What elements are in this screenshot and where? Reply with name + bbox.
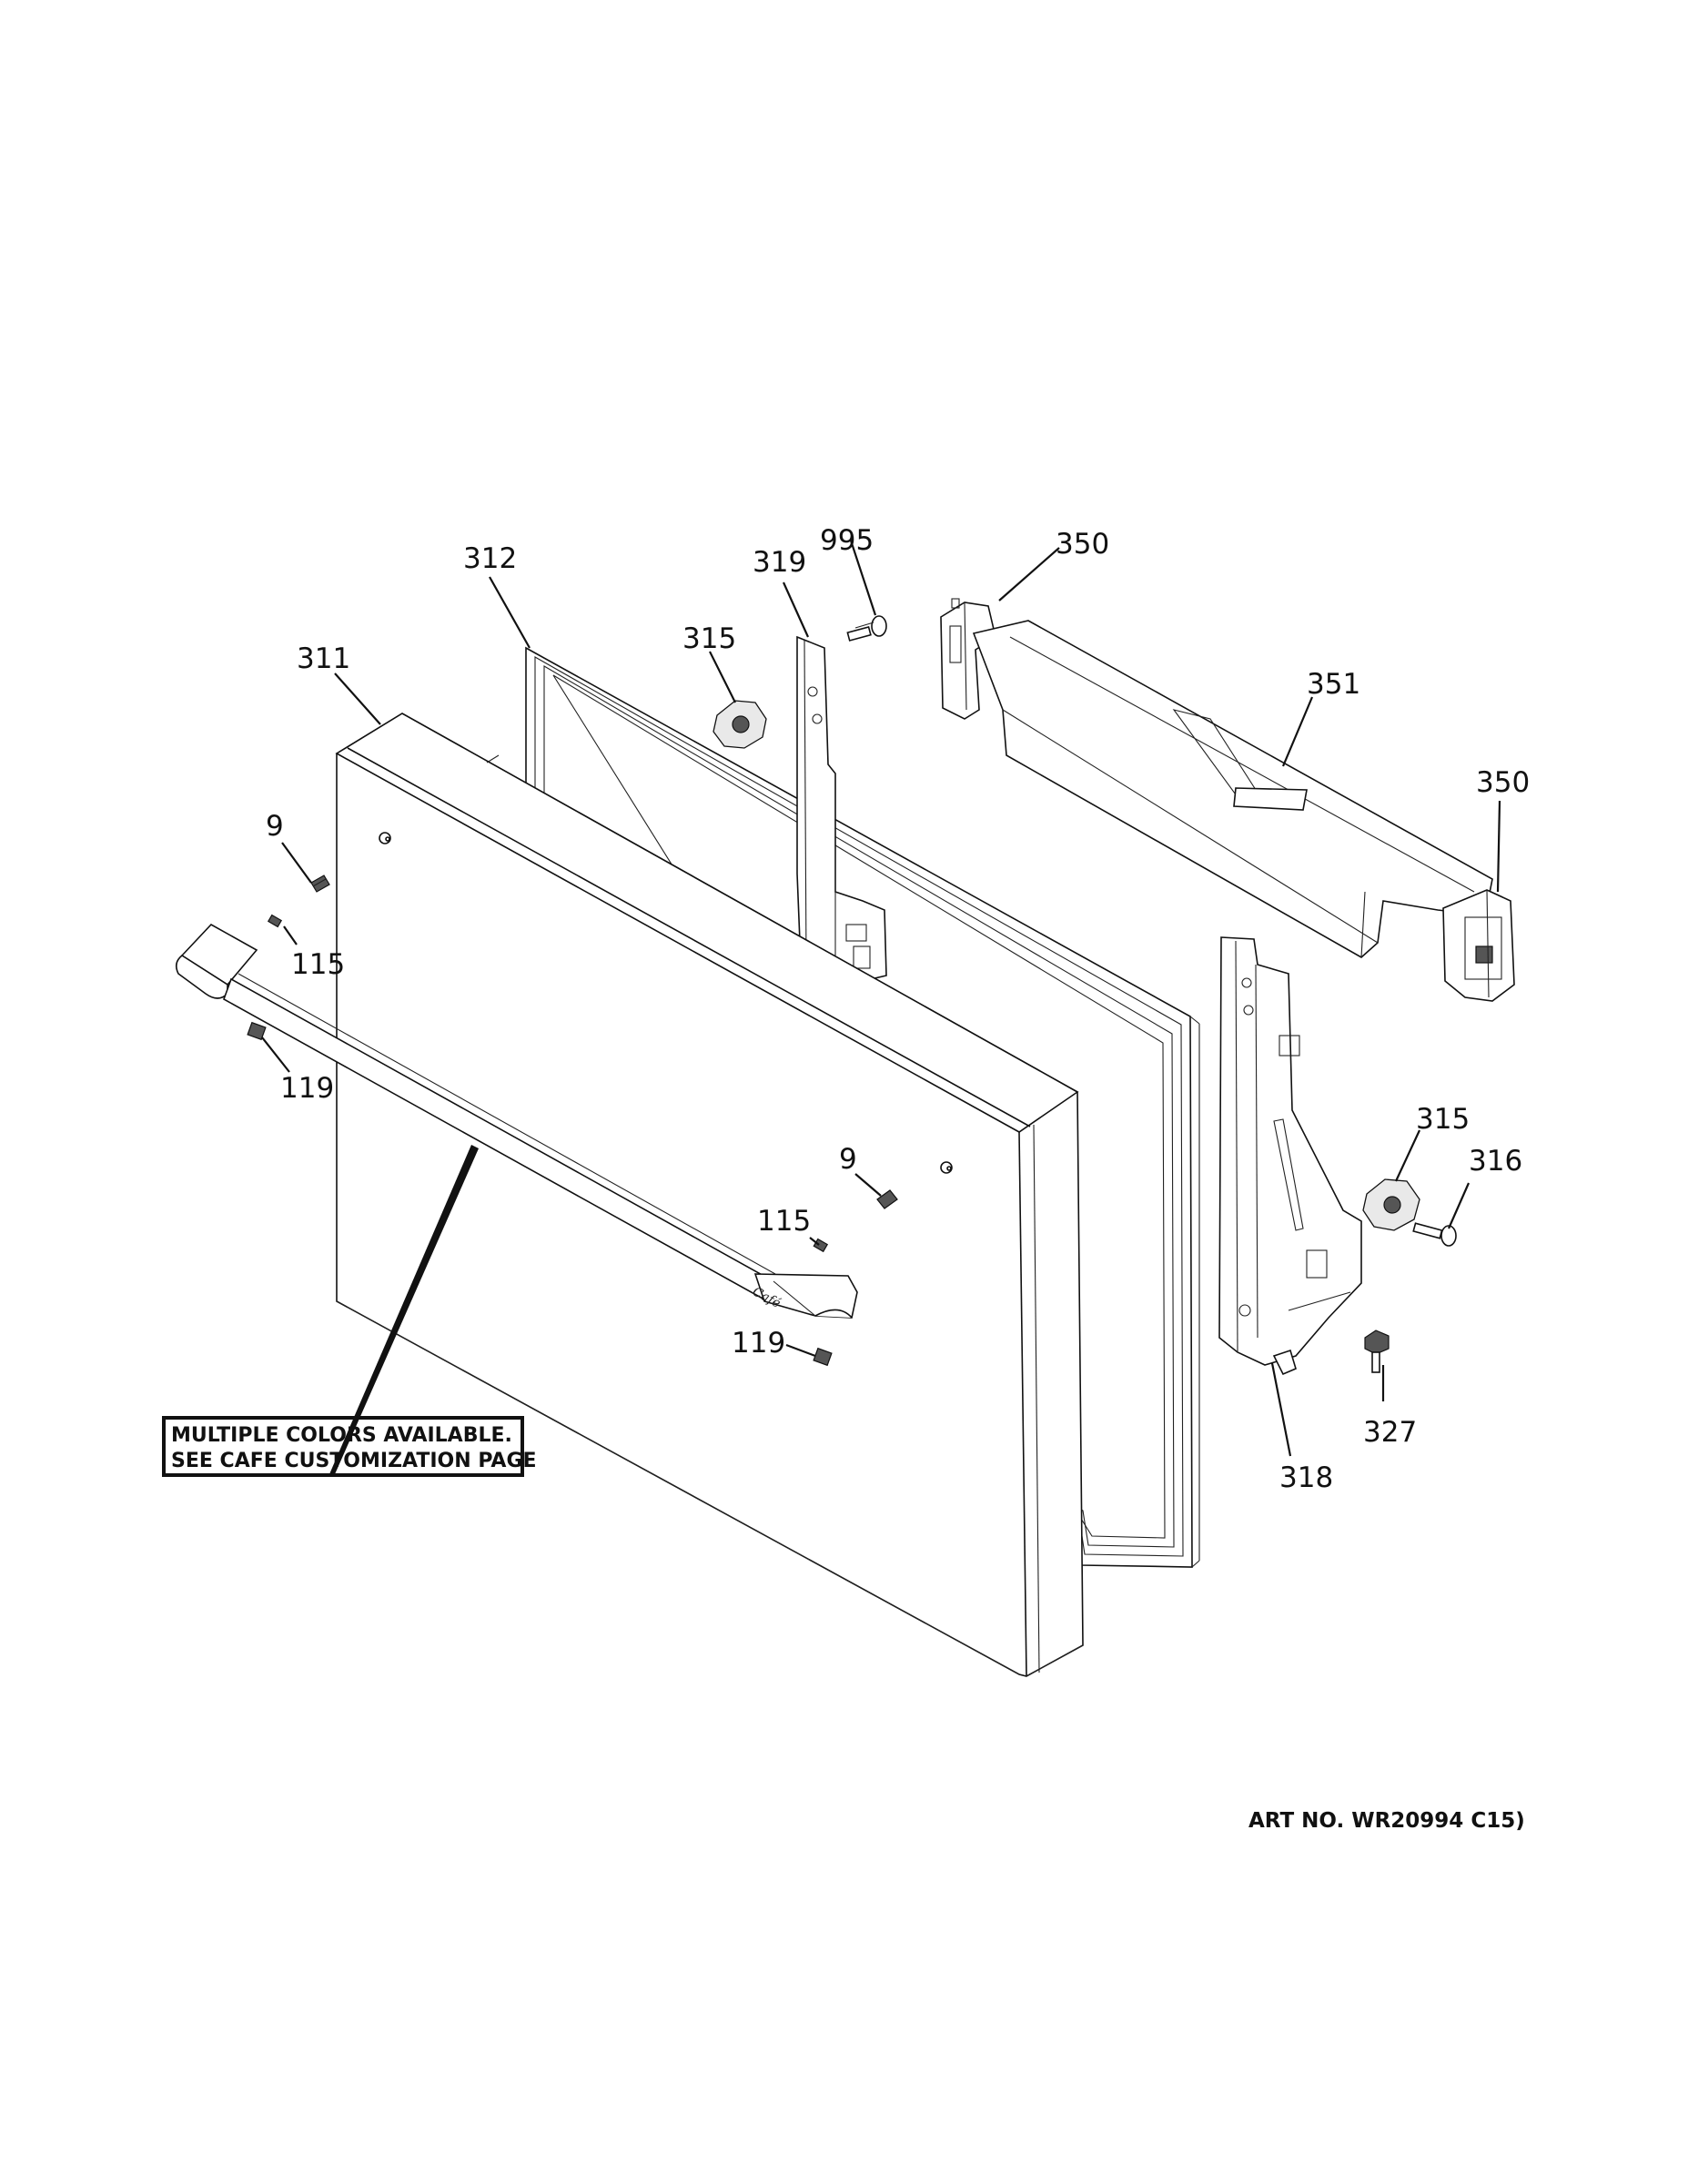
door-panel-311 [335, 713, 1084, 1677]
callout-995: 995 [820, 524, 874, 557]
callout-9-left: 9 [266, 810, 284, 843]
setscrew-119-left [247, 1021, 267, 1041]
cam-315-top [713, 700, 767, 749]
screw-995 [846, 615, 887, 642]
hinge-bracket-319 [796, 635, 887, 984]
leader-lines [261, 540, 1501, 1474]
callout-labels: 312 319 995 350 315 311 351 350 9 115 11… [266, 524, 1530, 1494]
screw-316 [1412, 1222, 1457, 1247]
callout-312: 312 [463, 542, 517, 575]
setscrew-119-right [813, 1347, 833, 1367]
hinge-bracket-318 [1218, 936, 1362, 1376]
screw-327 [1364, 1330, 1390, 1373]
callout-315-right: 315 [1416, 1103, 1470, 1136]
door-handle: Café [175, 923, 858, 1319]
callout-319: 319 [753, 546, 806, 579]
note-line-2: SEE CAFE CUSTOMIZATION PAGE [171, 1450, 537, 1472]
callout-311: 311 [297, 642, 350, 675]
callout-351: 351 [1307, 668, 1360, 701]
callout-350-right: 350 [1476, 766, 1530, 799]
color-note-box: MULTIPLE COLORS AVAILABLE. SEE CAFE CUST… [162, 1416, 537, 1477]
callout-350-top: 350 [1056, 528, 1109, 561]
setscrew-115-left [267, 914, 283, 928]
callout-9-right: 9 [839, 1143, 857, 1176]
callout-119-right: 119 [732, 1327, 785, 1360]
callout-318: 318 [1279, 1461, 1333, 1494]
screw-9-right [876, 1189, 898, 1209]
callout-315-top: 315 [682, 622, 736, 655]
callout-316: 316 [1469, 1145, 1522, 1178]
cam-315-right [1362, 1178, 1420, 1231]
bin-endcap-350-right [1442, 889, 1515, 1002]
callout-115-right: 115 [757, 1205, 811, 1238]
door-bin-351 [972, 620, 1493, 958]
screw-9-left [310, 875, 330, 893]
callout-119-left: 119 [280, 1072, 334, 1105]
callout-327: 327 [1363, 1416, 1417, 1449]
note-line-1: MULTIPLE COLORS AVAILABLE. [171, 1424, 512, 1447]
art-number: ART NO. WR20994 C15) [1248, 1809, 1525, 1833]
callout-115-left: 115 [291, 948, 345, 981]
